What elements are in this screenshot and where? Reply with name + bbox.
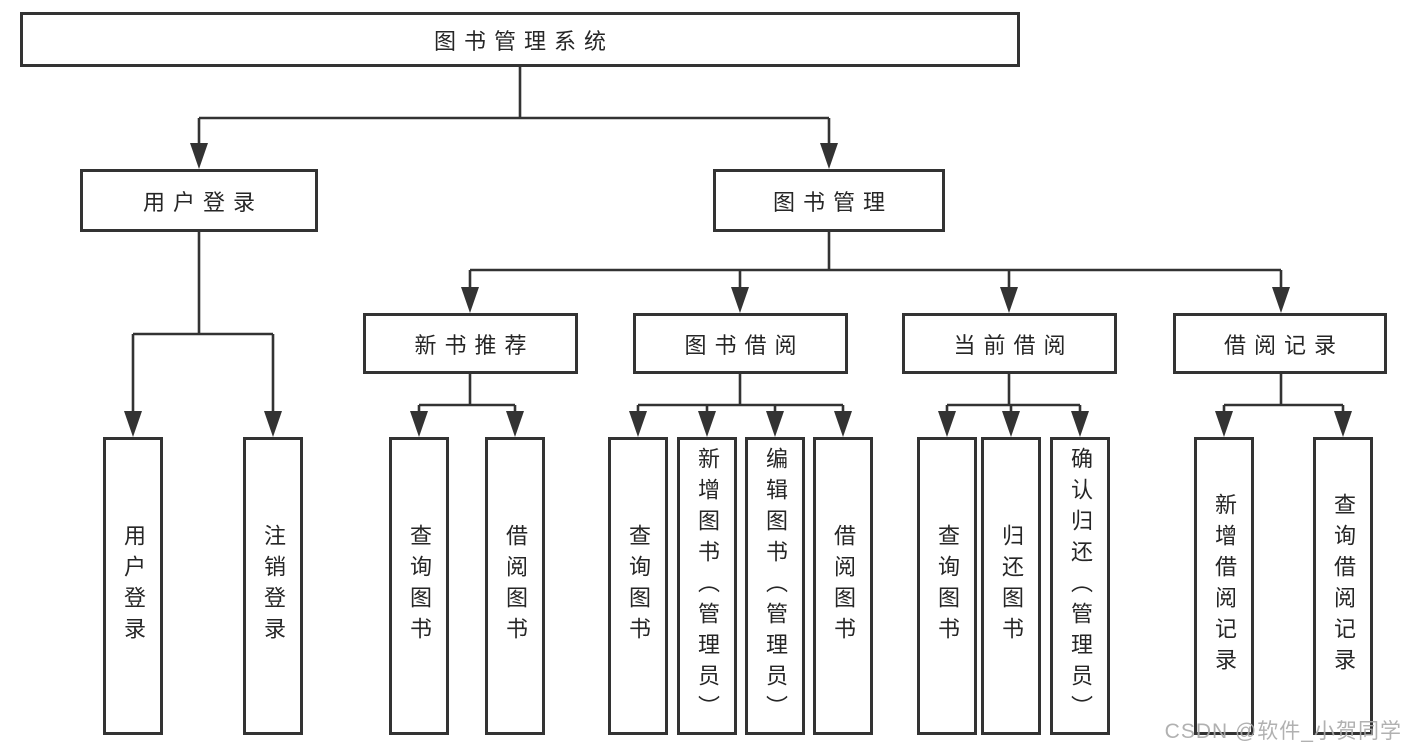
leaf-borrow-query-book-label: 查询图书 xyxy=(626,524,651,648)
leaf-add-borrow-record: 新增借阅记录 xyxy=(1194,437,1254,735)
arrowhead xyxy=(834,411,852,437)
leaf-confirm-return-admin-label: 确认归还（管理员） xyxy=(1068,446,1093,726)
connector-book-mgmt-to-level3 xyxy=(461,232,1290,313)
node-new-book-label: 新书推荐 xyxy=(414,332,535,358)
leaf-borrow-query-book: 查询图书 xyxy=(608,437,668,735)
node-book-management: 图书管理 xyxy=(713,169,945,232)
connector-user-login-to-leaves xyxy=(124,232,282,437)
leaf-confirm-return-admin: 确认归还（管理员） xyxy=(1050,437,1110,735)
leaf-newbook-query-book: 查询图书 xyxy=(389,437,449,735)
arrowhead xyxy=(1071,411,1089,437)
node-new-book-recommendation: 新书推荐 xyxy=(363,313,578,374)
leaf-return-book: 归还图书 xyxy=(981,437,1041,735)
arrowhead xyxy=(1002,411,1020,437)
leaf-add-book-admin-label: 新增图书（管理员） xyxy=(695,446,720,726)
leaf-current-query-book: 查询图书 xyxy=(917,437,977,735)
node-current-borrowing-label: 当前借阅 xyxy=(953,332,1074,358)
leaf-query-borrow-record-label: 查询借阅记录 xyxy=(1331,493,1356,679)
arrowhead xyxy=(820,143,838,169)
leaf-logout-label: 注销登录 xyxy=(261,524,286,648)
arrowhead xyxy=(264,411,282,437)
arrowhead xyxy=(1000,287,1018,313)
node-root-system: 图书管理系统 xyxy=(20,12,1020,67)
node-user-login: 用户登录 xyxy=(80,169,318,232)
node-book-borrowing: 图书借阅 xyxy=(633,313,848,374)
arrowhead xyxy=(731,287,749,313)
node-borrowing-records: 借阅记录 xyxy=(1173,313,1387,374)
connector-root-to-level2 xyxy=(190,67,838,169)
arrowhead xyxy=(506,411,524,437)
leaf-current-query-book-label: 查询图书 xyxy=(935,524,960,648)
node-current-borrowing: 当前借阅 xyxy=(902,313,1117,374)
leaf-borrow-borrow-book: 借阅图书 xyxy=(813,437,873,735)
node-book-borrowing-label: 图书借阅 xyxy=(684,332,805,358)
node-book-management-label: 图书管理 xyxy=(772,189,893,215)
csdn-watermark: CSDN @软件_小贺同学 xyxy=(1164,720,1402,743)
connector-new-book-to-leaves xyxy=(410,374,524,437)
leaf-logout: 注销登录 xyxy=(243,437,303,735)
leaf-add-borrow-record-label: 新增借阅记录 xyxy=(1212,493,1237,679)
arrowhead xyxy=(1215,411,1233,437)
arrowhead xyxy=(1272,287,1290,313)
leaf-newbook-borrow-book-label: 借阅图书 xyxy=(503,524,528,648)
leaf-query-borrow-record: 查询借阅记录 xyxy=(1313,437,1373,735)
leaf-user-login-label: 用户登录 xyxy=(121,524,146,648)
leaf-edit-book-admin: 编辑图书（管理员） xyxy=(745,437,805,735)
node-root-label: 图书管理系统 xyxy=(433,28,614,54)
leaf-newbook-borrow-book: 借阅图书 xyxy=(485,437,545,735)
arrowhead xyxy=(629,411,647,437)
arrowhead xyxy=(766,411,784,437)
arrowhead xyxy=(461,287,479,313)
leaf-newbook-query-book-label: 查询图书 xyxy=(407,524,432,648)
leaf-user-login: 用户登录 xyxy=(103,437,163,735)
connector-current-borrow-to-leaves xyxy=(938,374,1089,437)
leaf-add-book-admin: 新增图书（管理员） xyxy=(677,437,737,735)
arrowhead xyxy=(1334,411,1352,437)
arrowhead xyxy=(190,143,208,169)
arrowhead xyxy=(124,411,142,437)
arrowhead xyxy=(938,411,956,437)
arrowhead xyxy=(698,411,716,437)
node-borrowing-records-label: 借阅记录 xyxy=(1223,332,1344,358)
arrowhead xyxy=(410,411,428,437)
connector-borrow-records-to-leaves xyxy=(1215,374,1352,437)
connector-book-borrow-to-leaves xyxy=(629,374,852,437)
leaf-return-book-label: 归还图书 xyxy=(999,524,1024,648)
leaf-edit-book-admin-label: 编辑图书（管理员） xyxy=(763,446,788,726)
leaf-borrow-borrow-book-label: 借阅图书 xyxy=(831,524,856,648)
node-user-login-label: 用户登录 xyxy=(142,189,263,215)
